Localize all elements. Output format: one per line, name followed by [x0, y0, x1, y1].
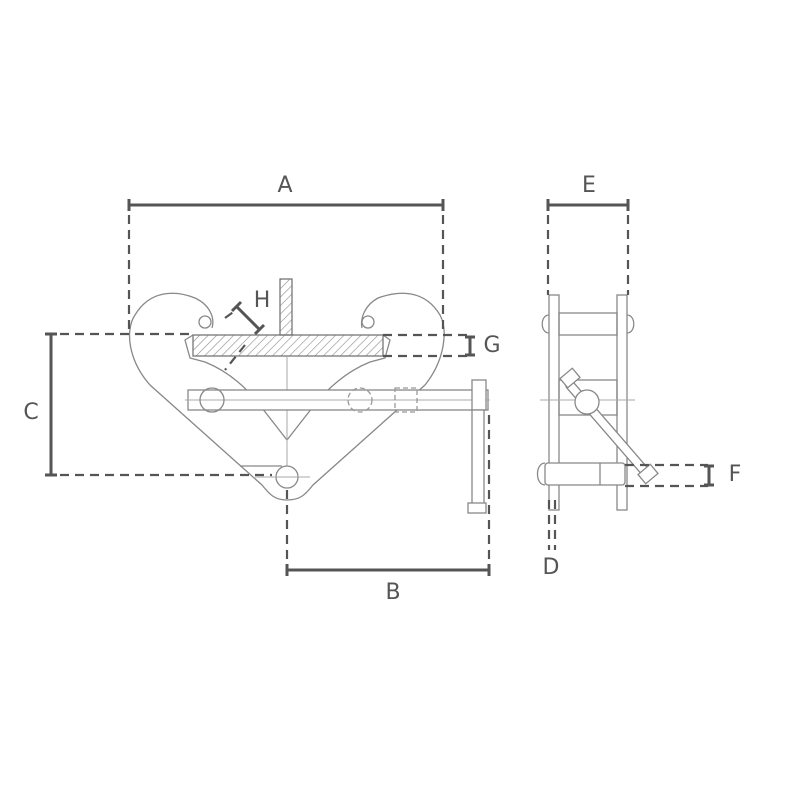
- label-F: F: [728, 462, 742, 487]
- label-B: B: [385, 580, 401, 605]
- dimension-F: [625, 463, 714, 488]
- front-view: [128, 278, 490, 514]
- dimension-E: [546, 199, 630, 295]
- dimension-A: [127, 199, 445, 335]
- label-E: E: [582, 173, 596, 198]
- label-G: G: [483, 333, 501, 358]
- dimension-C: [45, 332, 272, 477]
- dimension-H: [224, 300, 266, 371]
- dimension-B: [285, 415, 491, 576]
- label-H: H: [253, 288, 271, 313]
- dimension-G: [383, 333, 475, 358]
- label-D: D: [542, 555, 560, 580]
- side-view: [536, 294, 659, 511]
- label-C: C: [23, 400, 39, 425]
- label-A: A: [277, 173, 293, 198]
- dimension-D: [547, 500, 557, 550]
